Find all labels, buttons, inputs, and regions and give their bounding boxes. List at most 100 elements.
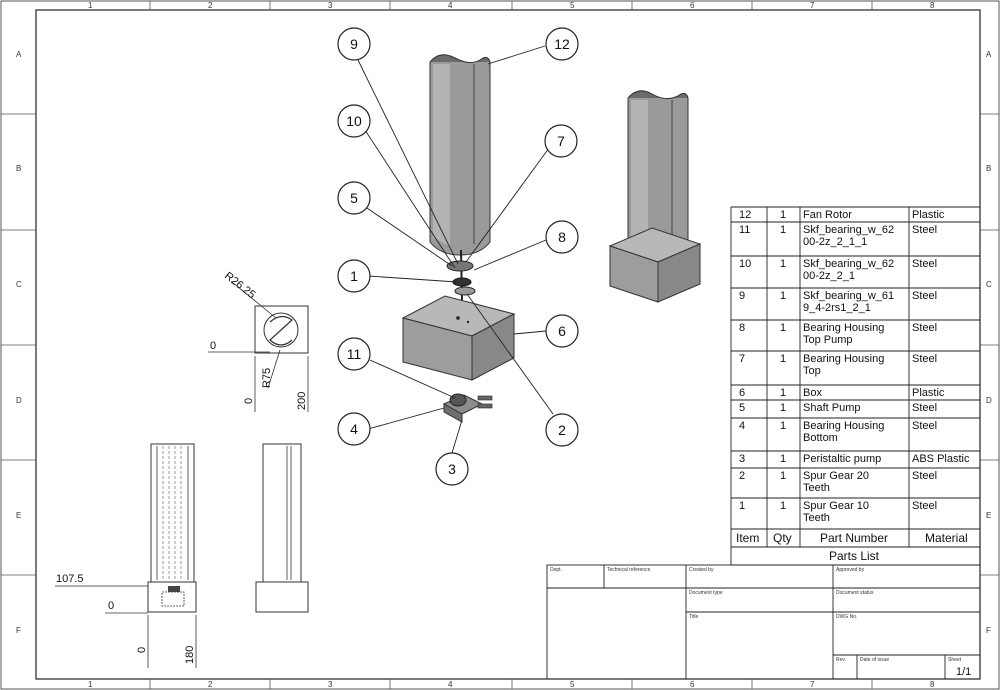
callout-number: 11 <box>347 346 362 362</box>
pl-header-material: Material <box>925 531 968 545</box>
zone-col-label: 3 <box>328 1 333 10</box>
dim-top-zero: 0 <box>210 340 216 352</box>
tb-dwg-no: DWG No. <box>836 614 857 620</box>
dim-top-zero-vertical: 0 <box>243 398 255 404</box>
pl-cell-part: Fan Rotor <box>803 209 852 221</box>
pl-cell-part: Bearing Housing <box>803 353 884 365</box>
zone-col-label: 4 <box>448 680 453 689</box>
pl-cell-part: Bottom <box>803 432 838 444</box>
dim-200: 200 <box>296 392 308 410</box>
rotor-top-curve <box>429 54 491 64</box>
pump-front <box>443 403 463 423</box>
top-view-rotor-circle <box>263 312 299 348</box>
leader-12 <box>487 45 546 65</box>
zone-col-label: 8 <box>930 680 935 689</box>
zone-row-label: F <box>986 626 991 635</box>
pl-cell-qty: 1 <box>780 322 786 334</box>
pl-cell-item: 3 <box>739 453 745 465</box>
pl-cell-qty: 1 <box>780 470 786 482</box>
callout-balloon <box>337 27 371 61</box>
bearing-stack-top <box>446 260 474 272</box>
zone-col-label: 6 <box>690 1 695 10</box>
bearing-stack-bottom <box>454 286 476 296</box>
title-block: Dept. Technical reference Created by App… <box>546 564 981 680</box>
pl-cell-qty: 1 <box>780 290 786 302</box>
tb-sheet: Sheet <box>948 657 962 663</box>
pl-cell-item: 4 <box>739 420 745 432</box>
pl-cell-part: Peristaltic pump <box>803 453 881 465</box>
zone-row-label: C <box>986 280 992 289</box>
zone-row-label: D <box>16 396 22 405</box>
zone-col-label: 2 <box>208 680 213 689</box>
zone-row-label: E <box>16 511 21 520</box>
callout-leaders <box>357 45 554 454</box>
callout-number: 8 <box>558 229 566 245</box>
pl-cell-qty: 1 <box>780 500 786 512</box>
pl-cell-qty: 1 <box>780 353 786 365</box>
pl-cell-item: 2 <box>739 470 745 482</box>
tb-rev: Rev. <box>836 657 846 663</box>
pl-cell-part: Bearing Housing <box>803 322 884 334</box>
zone-col-label: 4 <box>448 1 453 10</box>
callout-number: 2 <box>558 422 566 438</box>
callout-number: 9 <box>350 36 358 52</box>
assembled-rotor-top <box>627 90 689 100</box>
callout-balloon <box>545 413 579 447</box>
pump-port-2 <box>477 403 493 409</box>
pl-cell-part: Spur Gear 10 <box>803 500 869 512</box>
tb-approved-by: Approved by <box>836 567 865 573</box>
zone-row-label: D <box>986 396 992 405</box>
tb-title: Title <box>689 614 698 620</box>
pl-cell-material: Steel <box>912 500 937 512</box>
pl-cell-material: Steel <box>912 290 937 302</box>
pl-cell-material: Steel <box>912 258 937 270</box>
zone-row-label: A <box>16 50 22 59</box>
tb-doc-type: Document type <box>689 590 723 596</box>
leader-10 <box>364 129 456 269</box>
pl-cell-part: Box <box>803 387 822 399</box>
dim-180: 180 <box>184 646 196 664</box>
tb-dept: Dept. <box>550 567 562 573</box>
front-view: 107.5 0 0 180 <box>55 443 197 668</box>
assembled-box-side <box>657 243 701 303</box>
callout-number: 6 <box>558 323 566 339</box>
zone-col-label: 7 <box>810 1 815 10</box>
zone-row-label: F <box>16 626 21 635</box>
leader-6 <box>513 330 547 335</box>
pl-cell-qty: 1 <box>780 258 786 270</box>
leader-11 <box>369 359 456 399</box>
leader-8 <box>473 239 547 271</box>
zone-col-label: 8 <box>930 1 935 10</box>
callout-number: 1 <box>350 268 358 284</box>
callout-balloon <box>545 27 579 61</box>
leader-5 <box>363 205 453 267</box>
pl-cell-part: Skf_bearing_w_62 <box>803 258 894 270</box>
exploded-view <box>401 54 702 423</box>
leader-3 <box>451 419 463 454</box>
pl-cell-part: Bearing Housing <box>803 420 884 432</box>
callout-balloon <box>337 337 371 371</box>
pl-header-item: Item <box>736 531 759 545</box>
pl-cell-part: Top Pump <box>803 334 853 346</box>
pl-cell-qty: 1 <box>780 420 786 432</box>
pl-cell-material: Plastic <box>912 387 945 399</box>
pl-cell-material: Steel <box>912 402 937 414</box>
dim-107: 107.5 <box>56 573 84 585</box>
callout-balloon <box>337 181 371 215</box>
front-view-gear <box>168 586 180 592</box>
pl-cell-material: Steel <box>912 322 937 334</box>
tb-doc-status: Document status <box>836 590 874 596</box>
box-hole-2 <box>466 320 470 324</box>
pl-cell-material: Steel <box>912 353 937 365</box>
zone-col-label: 3 <box>328 680 333 689</box>
callout-balloon <box>337 104 371 138</box>
assembled-rotor-highlight <box>631 100 648 244</box>
box-hole-1 <box>456 316 460 320</box>
pl-cell-item: 10 <box>739 258 751 270</box>
tb-created-by: Created by <box>689 567 714 573</box>
callout-balloon <box>337 259 371 293</box>
pump-port-1 <box>477 395 493 401</box>
